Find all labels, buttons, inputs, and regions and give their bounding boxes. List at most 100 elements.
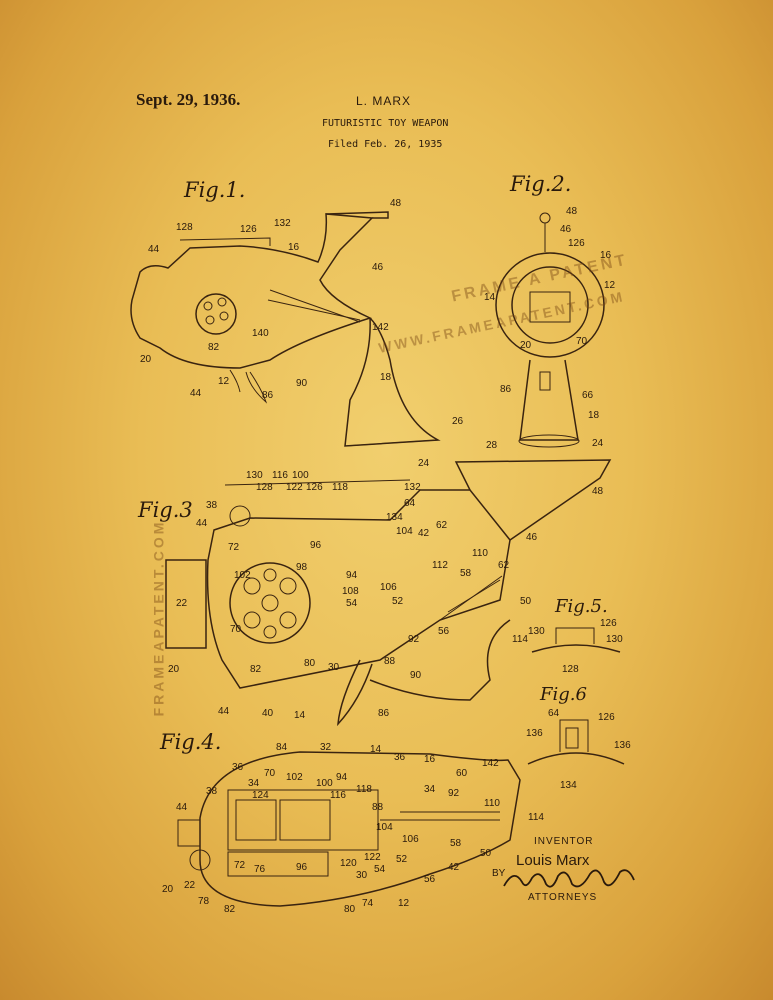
reference-number: 52: [396, 854, 408, 865]
reference-number: 70: [264, 768, 276, 779]
reference-number: 100: [316, 778, 333, 789]
reference-number: 106: [402, 834, 419, 845]
reference-number: 44: [190, 388, 202, 399]
reference-number: 140: [252, 328, 269, 339]
reference-number: 136: [526, 728, 543, 739]
reference-number: 76: [254, 864, 266, 875]
inventor-label: INVENTOR: [534, 836, 594, 847]
reference-number: 122: [286, 482, 303, 493]
reference-number: 80: [304, 658, 316, 669]
reference-number: 58: [460, 568, 472, 579]
reference-number: 108: [342, 586, 359, 597]
reference-number: 18: [588, 410, 600, 421]
reference-number: 44: [148, 244, 160, 255]
fig5-label: Fig.5.: [555, 596, 608, 617]
reference-number: 42: [418, 528, 430, 539]
reference-number: 126: [306, 482, 323, 493]
fig3-drawing: [165, 459, 612, 727]
reference-number: 82: [208, 342, 220, 353]
reference-number: 54: [346, 598, 358, 609]
reference-number: 86: [378, 708, 390, 719]
fig5-fig6-drawing: [527, 627, 625, 765]
fig1-label: Fig.1.: [184, 178, 246, 202]
reference-number: 86: [500, 384, 512, 395]
reference-number: 56: [438, 626, 450, 637]
attorney-signature: [503, 869, 635, 888]
reference-number: 28: [486, 440, 498, 451]
reference-numbers: 48 16 128 126 132 44 46 140 82 142 20 12…: [140, 198, 631, 915]
reference-number: 120: [340, 858, 357, 869]
inventor-name: L. MARX: [356, 94, 412, 108]
reference-number: 62: [498, 560, 510, 571]
reference-number: 60: [456, 768, 468, 779]
reference-number: 64: [548, 708, 560, 719]
reference-number: 56: [424, 874, 436, 885]
fig1-drawing: [130, 211, 441, 447]
reference-number: 126: [600, 618, 617, 629]
reference-number: 132: [274, 218, 291, 229]
reference-number: 12: [398, 898, 410, 909]
reference-number: 114: [512, 634, 528, 645]
patent-date: Sept. 29, 1936.: [136, 90, 241, 109]
reference-number: 20: [168, 664, 180, 675]
reference-number: 30: [328, 662, 340, 673]
reference-number: 36: [394, 752, 406, 763]
reference-number: 72: [234, 860, 246, 871]
reference-number: 18: [380, 372, 392, 383]
reference-number: 74: [362, 898, 374, 909]
reference-number: 96: [310, 540, 322, 551]
reference-number: 90: [296, 378, 308, 389]
reference-number: 34: [424, 784, 436, 795]
reference-number: 94: [336, 772, 348, 783]
reference-number: 126: [568, 238, 585, 249]
reference-number: 92: [408, 634, 420, 645]
reference-number: 46: [560, 224, 572, 235]
reference-number: 46: [526, 532, 538, 543]
reference-number: 78: [198, 896, 210, 907]
fig6-label: Fig.6: [540, 684, 587, 705]
reference-number: 94: [346, 570, 358, 581]
reference-number: 136: [614, 740, 631, 751]
reference-number: 44: [176, 802, 188, 813]
reference-number: 100: [292, 470, 309, 481]
by-label: BY: [492, 868, 506, 879]
reference-number: 16: [288, 242, 300, 253]
reference-number: 90: [410, 670, 422, 681]
fig2-label: Fig.2.: [510, 172, 572, 196]
reference-number: 44: [218, 706, 230, 717]
reference-number: 142: [482, 758, 499, 769]
reference-number: 88: [372, 802, 384, 813]
reference-number: 134: [386, 512, 403, 523]
reference-number: 84: [276, 742, 288, 753]
reference-number: 24: [418, 458, 430, 469]
reference-number: 126: [598, 712, 615, 723]
reference-number: 16: [424, 754, 436, 765]
reference-number: 110: [484, 798, 500, 809]
reference-number: 98: [296, 562, 308, 573]
reference-number: 66: [582, 390, 594, 401]
reference-number: 20: [162, 884, 174, 895]
reference-number: 70: [230, 624, 242, 635]
reference-number: 54: [374, 864, 386, 875]
reference-number: 26: [452, 416, 464, 427]
reference-number: 46: [372, 262, 384, 273]
watermark-vertical: FRAMEAPATENT.COM: [150, 519, 167, 717]
reference-number: 14: [370, 744, 382, 755]
reference-number: 82: [224, 904, 236, 915]
reference-number: 118: [356, 784, 372, 795]
reference-number: 36: [232, 762, 244, 773]
reference-number: 80: [344, 904, 356, 915]
fig2-drawing: [495, 212, 605, 448]
reference-number: 20: [140, 354, 152, 365]
reference-number: 48: [390, 198, 402, 209]
reference-number: 128: [562, 664, 579, 675]
reference-number: 70: [576, 336, 588, 347]
reference-number: 122: [364, 852, 381, 863]
reference-number: 48: [592, 486, 604, 497]
reference-number: 96: [296, 862, 308, 873]
reference-number: 50: [480, 848, 492, 859]
patent-title: FUTURISTIC TOY WEAPON: [322, 118, 449, 129]
reference-number: 44: [196, 518, 208, 529]
reference-number: 82: [250, 664, 262, 675]
